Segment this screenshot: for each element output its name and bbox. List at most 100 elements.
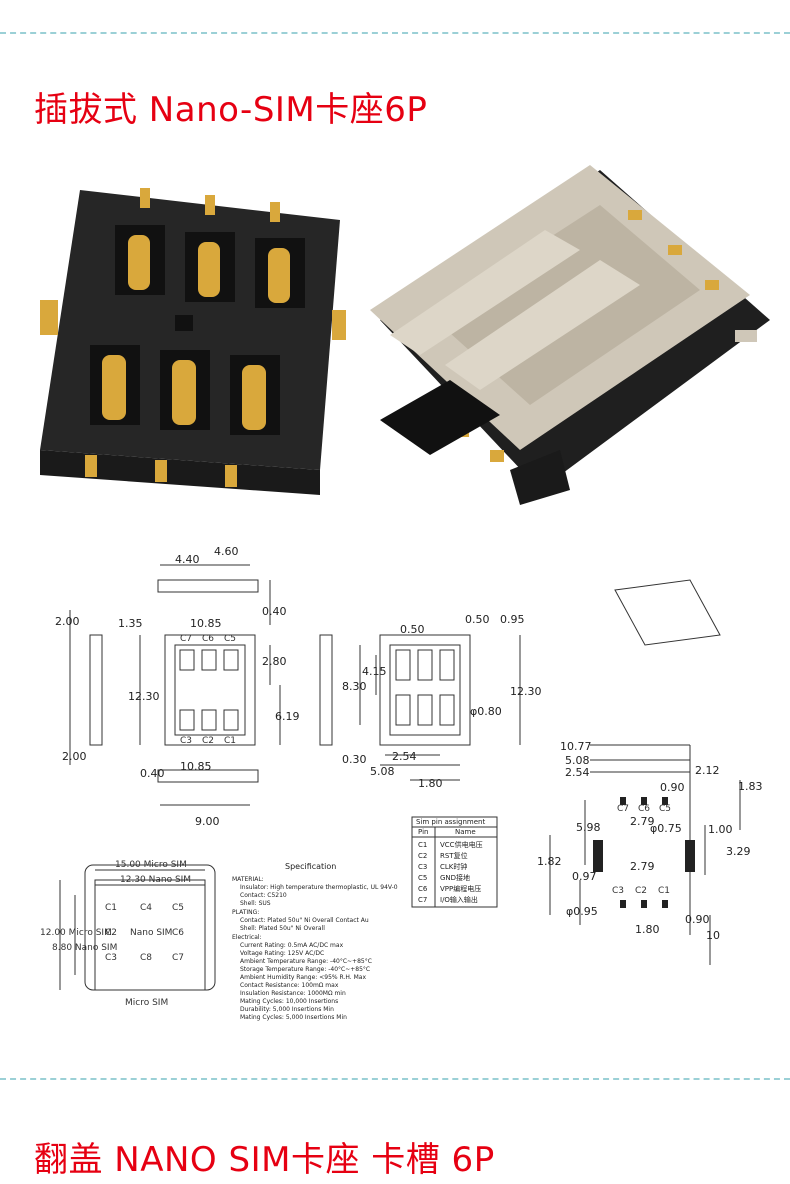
dim-pad-279: 2.79: [630, 815, 655, 828]
pad-label-c2: C2: [635, 886, 647, 896]
dim-pad-180: 1.80: [635, 923, 660, 936]
dim-fp-508: 5.08: [370, 765, 395, 778]
page-title: 插拔式 Nano-SIM卡座6P: [34, 90, 428, 130]
pin-row-5-name: VPP编程电压: [440, 884, 481, 893]
top-contact-c3: C3: [180, 736, 192, 746]
spec-line-15: Insulation Resistance: 1000MΩ min: [240, 990, 346, 997]
sim-height-inner-label: 8.80 Nano SIM: [52, 943, 117, 953]
dim-pad-075: φ0.75: [650, 822, 682, 835]
spec-line-14: Contact Resistance: 100mΩ max: [240, 982, 339, 989]
sim-contact-c1: C1: [105, 903, 117, 913]
dim-200: 2.00: [55, 615, 80, 628]
dim-pad-212: 2.12: [695, 764, 720, 777]
spec-line-3: Contact: C5210: [240, 892, 287, 899]
dim-fp-180: 1.80: [418, 777, 443, 790]
dim-pad-254: 2.54: [565, 766, 590, 779]
sim-contact-nano: Nano SIM: [130, 928, 172, 938]
dim-pad-182: 1.82: [537, 855, 562, 868]
sim-bottom-label: Micro SIM: [125, 998, 168, 1008]
spec-line-18: Mating Cycles: 5,000 Insertions Min: [240, 1014, 347, 1021]
top-contact-c5: C5: [224, 634, 236, 644]
flip-cover-connector-image: [370, 165, 770, 505]
dim-pad-095: φ0.95: [566, 905, 598, 918]
dim-pad-329: 3.29: [726, 845, 751, 858]
top-contact-c7: C7: [180, 634, 192, 644]
pin-row-1-pin: C1: [418, 841, 427, 849]
sim-contact-c6: C6: [172, 928, 184, 938]
sim-contact-c3: C3: [105, 953, 117, 963]
dim-fp-830: 8.30: [342, 680, 367, 693]
dim-fp-080: φ0.80: [470, 705, 502, 718]
dim-pad-183: 1.83: [738, 780, 763, 793]
sim-contact-c8: C8: [140, 953, 152, 963]
product-photo: [40, 165, 770, 505]
spec-line-6: Contact: Plated 50u" Ni Overall Contact …: [240, 917, 369, 924]
dim-pad-090b: 0.90: [685, 913, 710, 926]
dim-pad-090: 0.90: [660, 781, 685, 794]
dim-619: 6.19: [275, 710, 300, 723]
sim-contact-c4: C4: [140, 903, 152, 913]
top-contact-c1: C1: [224, 736, 236, 746]
top-contact-c6: C6: [202, 634, 214, 644]
dim-280: 2.80: [262, 655, 287, 668]
pad-label-c5: C5: [659, 804, 671, 814]
dim-pad-1077: 10.77: [560, 740, 592, 753]
spec-line-9: Current Rating: 0.5mA AC/DC max: [240, 942, 344, 949]
spec-line-17: Durability: 5,000 Insertions Min: [240, 1006, 334, 1013]
dim-030: 0.30: [342, 753, 367, 766]
sim-width-label: 15.00 Micro SIM: [115, 860, 187, 870]
dim-1085: 10.85: [190, 617, 222, 630]
spec-line-10: Voltage Rating: 125V AC/DC: [240, 950, 324, 957]
dim-135: 1.35: [118, 617, 143, 630]
dim-1085b: 10.85: [180, 760, 212, 773]
spec-line-8: Electrical:: [232, 934, 262, 941]
pad-label-c3: C3: [612, 886, 624, 896]
dim-fp-254: 2.54: [392, 750, 417, 763]
pin-row-4-pin: C5: [418, 874, 427, 882]
pin-row-1-name: VCC供电电压: [440, 840, 483, 849]
dim-200b: 2.00: [62, 750, 87, 763]
sim-inner-label: 12.30 Nano SIM: [120, 875, 191, 885]
pin-table: Sim pin assignment Pin Name C1 VCC供电电压 C…: [416, 818, 485, 904]
spec-line-5: PLATING:: [232, 909, 259, 916]
dim-040: 0.40: [262, 605, 287, 618]
dim-pad-097: 0.97: [572, 870, 597, 883]
sim-height-label: 12.00 Micro SIM: [40, 928, 112, 938]
pin-row-3-pin: C3: [418, 863, 427, 871]
spec-line-11: Ambient Temperature Range: -40°C~+85°C: [240, 958, 372, 965]
dim-fp-050b: 0.50: [465, 613, 490, 626]
dim-pad-100: 1.00: [708, 823, 733, 836]
dim-fp-050: 0.50: [400, 623, 425, 636]
pin-row-4-name: GND接地: [440, 873, 470, 882]
top-contact-c2: C2: [202, 736, 214, 746]
top-divider: [0, 32, 790, 34]
pin-row-2-pin: C2: [418, 852, 427, 860]
bottom-divider: [0, 1078, 790, 1080]
pin-table-title: Sim pin assignment: [416, 818, 485, 826]
pin-row-3-name: CLK时钟: [440, 862, 467, 871]
specification-block: Specification MATERIAL: Insulator: High …: [232, 862, 398, 1021]
pin-row-6-pin: C7: [418, 896, 427, 904]
footer-title: 翻盖 NANO SIM卡座 卡槽 6P: [34, 1140, 495, 1180]
pin-row-2-name: RST复位: [440, 851, 468, 860]
dim-pad-279b: 2.79: [630, 860, 655, 873]
pin-table-header-pin: Pin: [418, 828, 428, 836]
dim-040b: 0.40: [140, 767, 165, 780]
spec-line-12: Storage Temperature Range: -40°C~+85°C: [240, 966, 370, 973]
spec-line-1: MATERIAL:: [232, 876, 264, 883]
spec-line-7: Shell: Plated 50u" Ni Overall: [240, 925, 325, 932]
technical-drawing: 4.60 4.40 0.40 2.00 1.35 10.85 12.30 2.8…: [40, 545, 763, 1021]
pad-label-c6: C6: [638, 804, 650, 814]
pad-label-c7: C7: [617, 804, 629, 814]
dim-440: 4.40: [175, 553, 200, 566]
dim-1230: 12.30: [128, 690, 160, 703]
dim-fp-095: 0.95: [500, 613, 525, 626]
spec-line-16: Mating Cycles: 10,000 Insertions: [240, 998, 338, 1005]
dim-pad-598: 5.98: [576, 821, 601, 834]
open-connector-image: [40, 188, 346, 495]
pin-table-header-name: Name: [455, 828, 476, 836]
spec-title: Specification: [285, 862, 336, 871]
spec-line-2: Insulator: High temperature thermoplasti…: [240, 884, 398, 891]
pin-row-6-name: I/O输入输出: [440, 895, 478, 904]
dim-pad-10: 10: [706, 929, 720, 942]
